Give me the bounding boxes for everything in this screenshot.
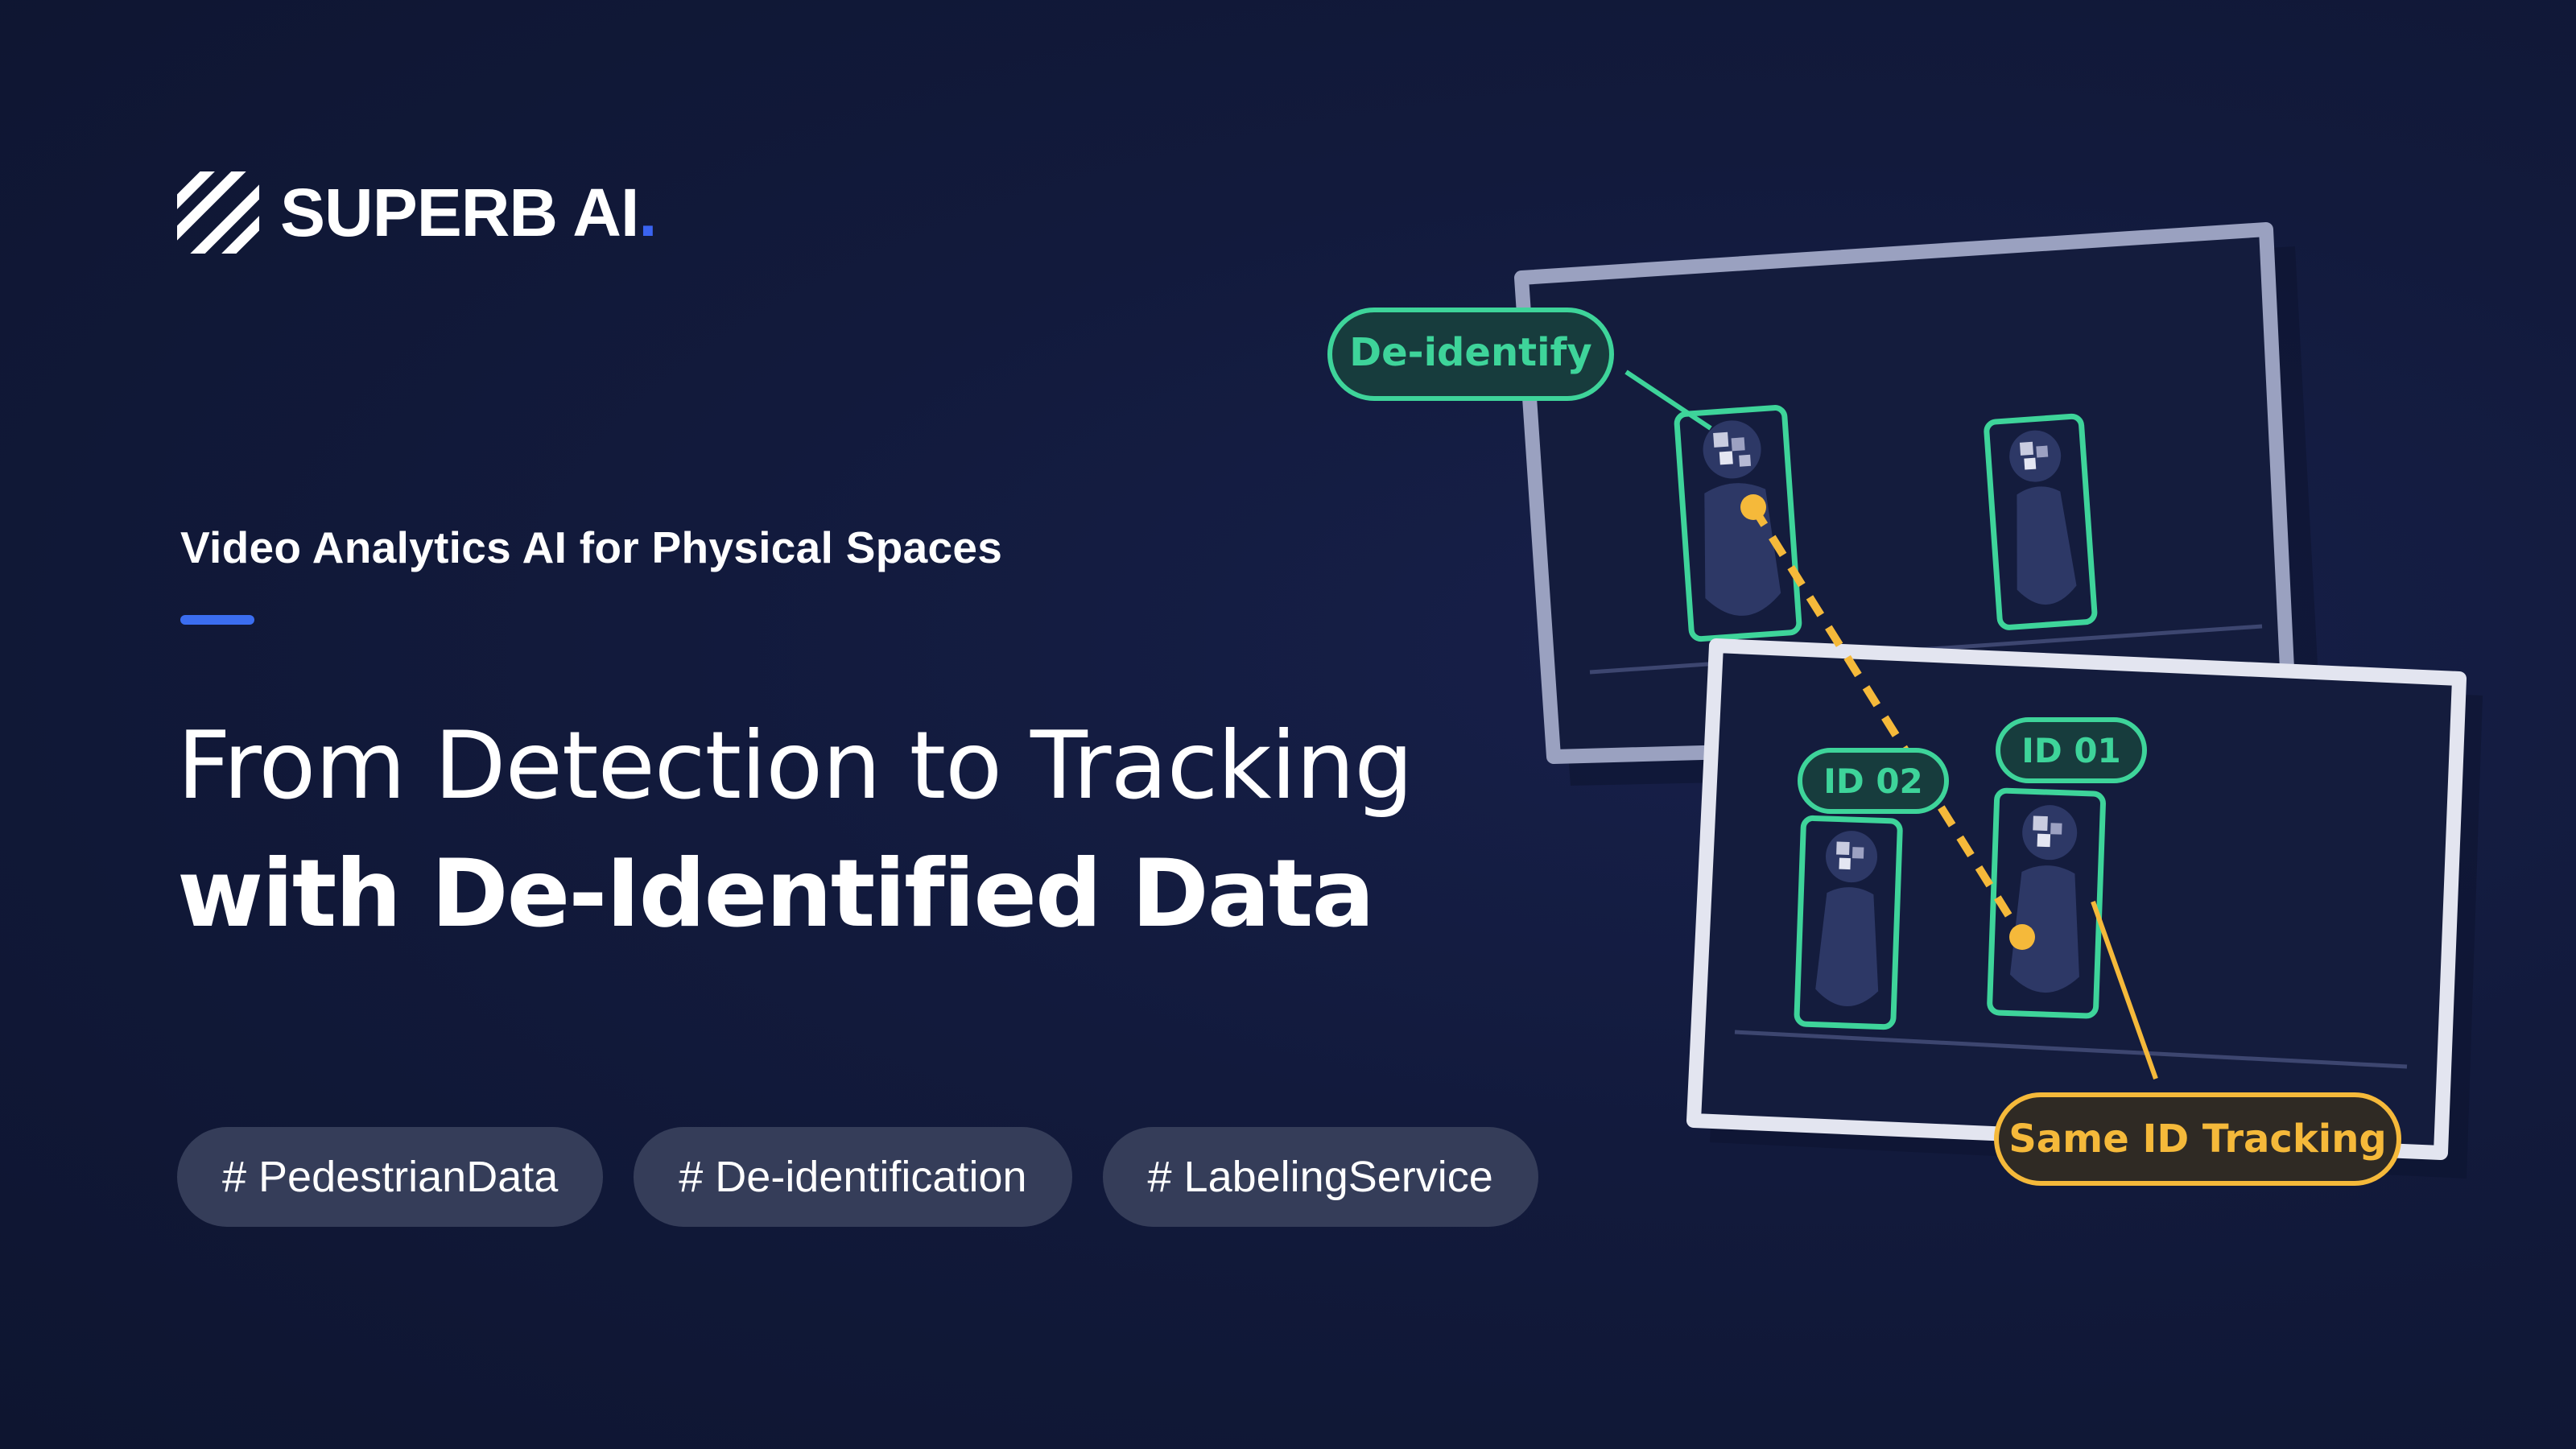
tracking-path	[1740, 494, 2035, 950]
id-02-tag: ID 02	[1798, 748, 1949, 814]
headline: From Detection to Tracking with De-Ident…	[177, 707, 1414, 963]
brand-name-text: SUPERB AI	[280, 175, 639, 250]
tag-labeling-service: # LabelingService	[1102, 1127, 1538, 1227]
front-person-id-02	[1794, 815, 1903, 1030]
hashtag-list: # PedestrianData # De-identification # L…	[177, 1127, 1538, 1227]
id-01-tag: ID 01	[1996, 717, 2147, 783]
superb-ai-logo: SUPERB AI.	[177, 171, 658, 254]
de-identify-callout: De-identify	[1327, 308, 1712, 431]
tagline: Video Analytics AI for Physical Spaces	[180, 522, 1003, 572]
back-video-frame	[1514, 222, 2323, 786]
headline-line-2: with De-Identified Data	[177, 840, 1375, 948]
accent-divider	[180, 615, 254, 625]
superb-ai-slash-logo-icon	[177, 171, 259, 254]
track-point-start	[1740, 494, 1766, 520]
brand-name: SUPERB AI.	[280, 179, 658, 246]
id-02-label: ID 02	[1823, 762, 1923, 801]
de-identify-label: De-identify	[1349, 330, 1591, 375]
same-id-tracking-label: Same ID Tracking	[2008, 1117, 2387, 1162]
track-point-end	[2009, 924, 2035, 950]
tag-de-identification: # De-identification	[634, 1127, 1072, 1227]
back-person-2	[1984, 413, 2098, 630]
id-01-label: ID 01	[2021, 731, 2121, 770]
tag-pedestrian-data: # PedestrianData	[177, 1127, 604, 1227]
front-person-id-01	[1987, 787, 2106, 1019]
back-person-1	[1674, 405, 1802, 642]
same-id-tracking-callout: Same ID Tracking	[1994, 900, 2401, 1186]
headline-line-1: From Detection to Tracking	[177, 712, 1414, 820]
brand-dot: .	[638, 175, 657, 250]
